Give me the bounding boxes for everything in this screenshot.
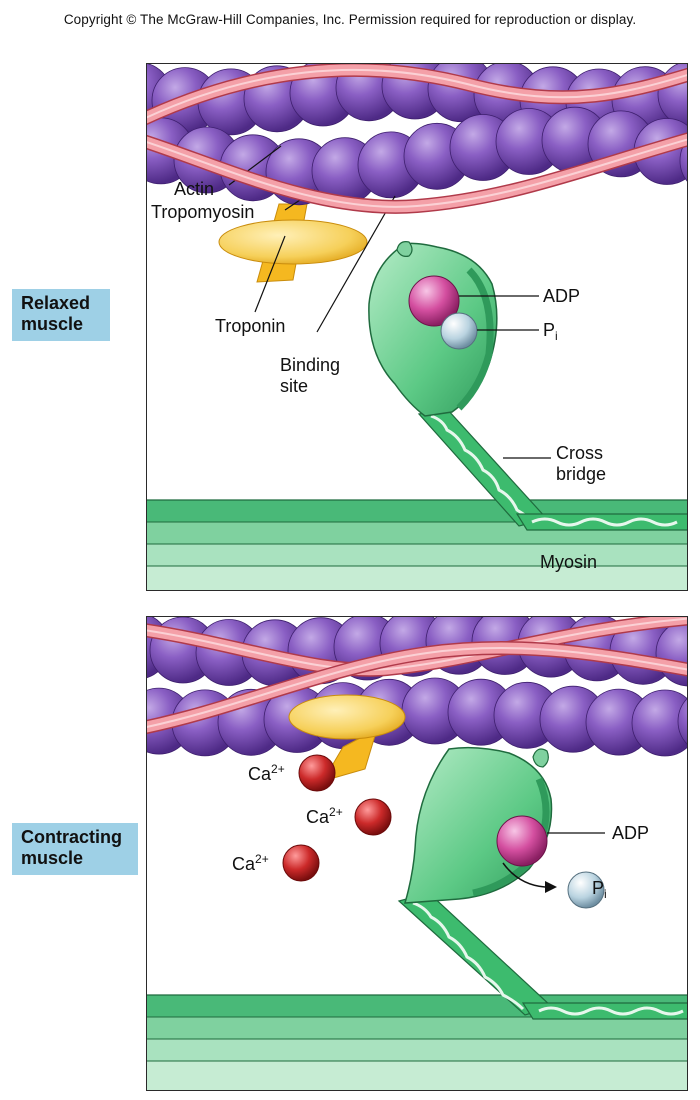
relaxed-leader-lines <box>228 145 551 459</box>
troponin-complex <box>288 694 406 782</box>
contracting-panel <box>146 616 688 1091</box>
adp-label: ADP <box>612 823 650 843</box>
cross-bridge-label: Cross bridge <box>556 443 607 484</box>
calcium-ion-label: Ca2+ <box>306 805 343 827</box>
pi-label: Pi <box>543 320 558 343</box>
pi-label: Pi <box>592 878 607 901</box>
cross-bridge-neck <box>397 892 687 1020</box>
tropomyosin-strand <box>147 617 687 735</box>
arrow-head-icon <box>545 881 557 893</box>
calcium-ion-label: Ca2+ <box>248 762 285 784</box>
copyright-notice: Copyright © The McGraw-Hill Companies, I… <box>63 12 637 27</box>
adp-label: ADP <box>543 286 581 306</box>
calcium-ion <box>282 844 320 882</box>
adp-molecule <box>496 815 548 867</box>
troponin-label: Troponin <box>215 316 286 336</box>
relaxed-state-label: Relaxed muscle <box>12 289 110 341</box>
calcium-ion-label: Ca2+ <box>232 852 269 874</box>
myosin-filament <box>147 994 687 1090</box>
actin-filament <box>147 617 687 757</box>
phosphate-molecule <box>567 871 605 909</box>
actin-label: Actin <box>174 179 215 199</box>
myosin-label: Myosin <box>540 552 598 572</box>
calcium-ion <box>354 798 392 836</box>
tropomyosin-label: Tropomyosin <box>151 202 255 222</box>
relaxed-illustration <box>147 64 687 590</box>
actin-bead <box>679 139 687 182</box>
release-arrow <box>502 862 546 888</box>
actin-bead <box>631 689 687 757</box>
tropomyosin-strand <box>147 64 687 214</box>
relaxed-panel <box>146 63 688 591</box>
calcium-ion <box>298 754 336 792</box>
myosin-head <box>368 241 498 417</box>
contracting-illustration <box>147 617 687 1090</box>
binding-site-label: Binding site <box>280 355 341 396</box>
adp-molecule <box>408 275 460 327</box>
actin-bead <box>677 698 687 745</box>
contracting-state-label: Contracting muscle <box>12 823 138 875</box>
phosphate-molecule <box>440 312 478 350</box>
